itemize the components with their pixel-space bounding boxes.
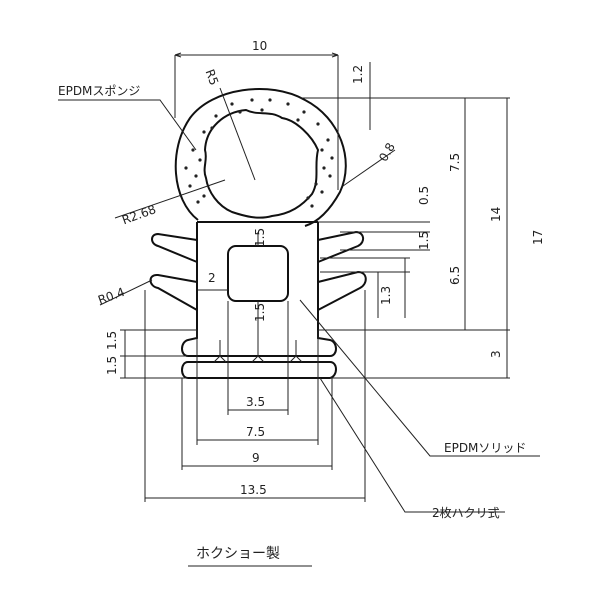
sponge-bulb (174, 88, 347, 227)
dim-3-5: 3.5 (246, 395, 265, 409)
dim-1-5-right: 1.5 (417, 231, 431, 250)
dim-6-5: 6.5 (448, 266, 462, 285)
dim-1-5-top: 1.5 (253, 228, 267, 247)
dim-13-5: 13.5 (240, 483, 267, 497)
dim-r2-68: R2.68 (120, 202, 158, 227)
dim-r5: R5 (203, 67, 222, 87)
dim-7-5: 7.5 (448, 153, 462, 172)
dimension-lines (58, 52, 540, 513)
dim-1-5-mid: 1.5 (253, 303, 267, 322)
label-epdm-solid: EPDMソリッド (444, 441, 526, 455)
dim-9: 9 (252, 451, 260, 465)
dim-17: 17 (531, 230, 545, 245)
dim-2: 2 (208, 271, 216, 285)
dim-1-3: 1.3 (379, 286, 393, 305)
label-epdm-sponge: EPDMスポンジ (58, 84, 140, 98)
dim-1-2: 1.2 (351, 65, 365, 84)
label-peel-type: 2枚ハクリ式 (432, 505, 500, 520)
dimension-texts: 10 1.2 R5 0.8 7.5 14 17 R2.68 0.5 1.5 1.… (96, 39, 545, 497)
dim-3: 3 (489, 350, 503, 358)
dim-10: 10 (252, 39, 267, 53)
dim-r0-4: R0.4 (96, 285, 127, 308)
dim-1-5-a: 1.5 (105, 331, 119, 350)
dim-14: 14 (489, 207, 503, 222)
dim-1-5-b: 1.5 (105, 356, 119, 375)
label-maker: ホクショー製 (196, 546, 280, 562)
dim-7-5-w: 7.5 (246, 425, 265, 439)
dim-0-5: 0.5 (417, 186, 431, 205)
material-labels: EPDMスポンジ EPDMソリッド 2枚ハクリ式 ホクショー製 (58, 84, 526, 567)
